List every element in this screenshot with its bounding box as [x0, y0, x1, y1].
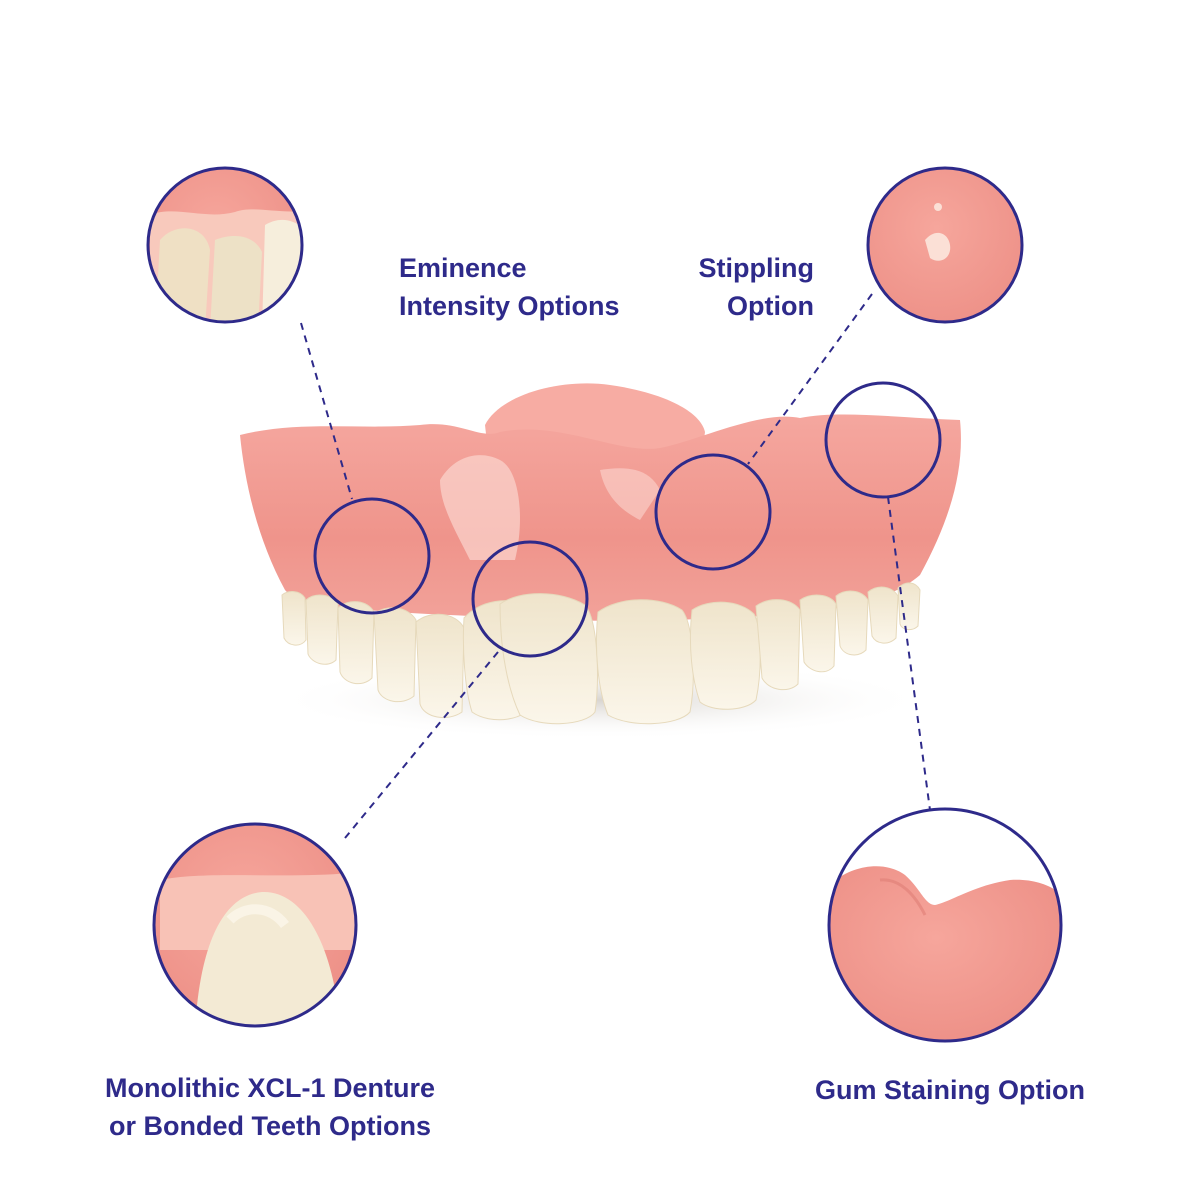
stippling-connector [747, 293, 873, 465]
gum-staining-indicator [824, 381, 942, 499]
denture-gum-highlight [440, 455, 520, 560]
monolithic-connector [344, 651, 499, 839]
connector-lines [300, 293, 931, 839]
indicator-circles [313, 381, 942, 658]
monolithic-indicator [471, 540, 589, 658]
gum-staining-label-line-1: Gum Staining Option [815, 1075, 1085, 1105]
denture-gum-base [240, 414, 961, 621]
eminence-label-line-2: Intensity Options [399, 291, 620, 321]
stippling-zoom-circle [866, 166, 1024, 324]
monolithic-zoom-circle [152, 822, 358, 1028]
stippling-label: Stippling Option [640, 249, 814, 325]
eminence-indicator [313, 497, 431, 615]
eminence-connector [300, 322, 353, 500]
eminence-label: Eminence Intensity Options [399, 249, 620, 325]
monolithic-label-line-1: Monolithic XCL-1 Denture [105, 1073, 435, 1103]
denture-illustration [240, 383, 961, 740]
monolithic-label-line-2: or Bonded Teeth Options [109, 1111, 431, 1141]
denture-gum-highlight [600, 468, 660, 520]
eminence-zoom-circle [146, 166, 304, 324]
gum-staining-label: Gum Staining Option [800, 1071, 1100, 1109]
monolithic-label: Monolithic XCL-1 Denture or Bonded Teeth… [60, 1069, 480, 1145]
stippling-label-line-2: Option [727, 291, 814, 321]
gum-staining-zoom-circle [827, 807, 1063, 1043]
gum-staining-connector [887, 496, 931, 811]
stippling-indicator [654, 453, 772, 571]
stippling-label-line-1: Stippling [698, 253, 814, 283]
eminence-label-line-1: Eminence [399, 253, 527, 283]
